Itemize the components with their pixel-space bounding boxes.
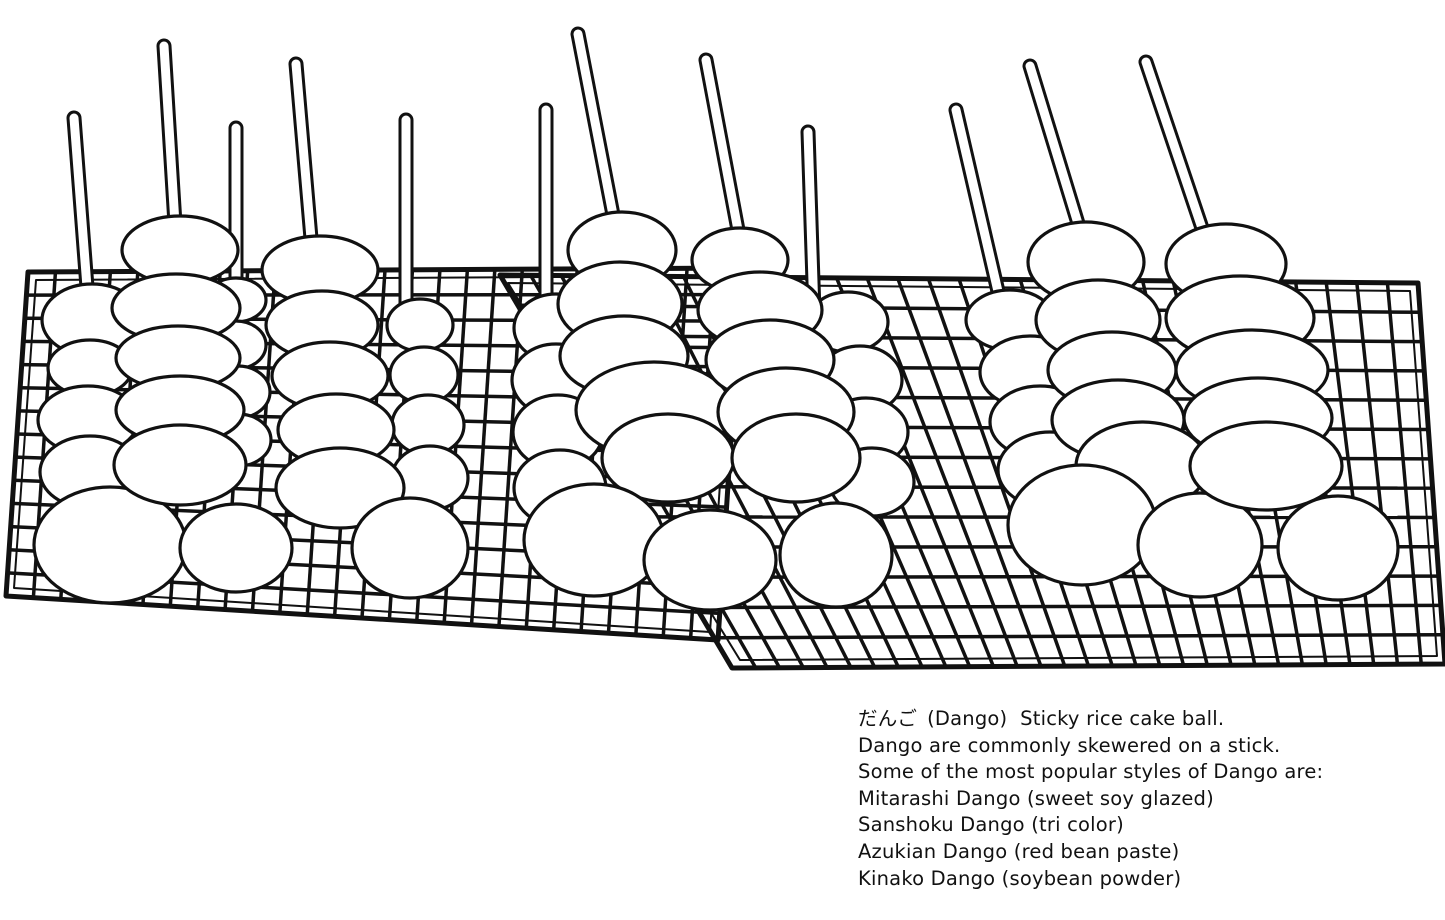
caption-title-japanese: だんご — [858, 707, 918, 730]
skewer-stick — [803, 127, 819, 317]
caption-line-sanshoku: Sanshoku Dango (tri color) — [858, 813, 1124, 837]
caption-line-mitarashi: Mitarashi Dango (sweet soy glazed) — [858, 786, 1214, 810]
dango-ball — [1188, 420, 1344, 512]
rack-wire-horizontal — [696, 603, 1441, 610]
caption-title-romaji: (Dango) — [927, 707, 1008, 730]
caption-line-kinako: Kinako Dango (soybean powder) — [858, 866, 1182, 890]
dango-ball — [642, 508, 778, 612]
dango-ball — [1006, 463, 1158, 587]
skewer-front-3 — [260, 56, 470, 600]
dango-ball — [350, 496, 470, 600]
caption-title-line: だんご (Dango) Sticky rice cake ball. — [858, 706, 1438, 733]
skewer-stick — [951, 105, 1005, 305]
rack-wire-vertical — [1324, 281, 1376, 665]
caption-title-description: Sticky rice cake ball. — [1020, 707, 1225, 730]
dango-skewers — [32, 26, 1400, 612]
rack-wire-vertical — [1355, 282, 1400, 665]
dango-ball — [522, 482, 666, 598]
skewer-stick — [701, 55, 743, 235]
dango-ball — [778, 501, 894, 609]
dango-ball — [112, 423, 248, 507]
skewer-stick — [291, 59, 317, 255]
dango-ball — [178, 502, 294, 594]
skewer-stick — [573, 29, 619, 225]
skewer-front-5 — [690, 52, 894, 609]
caption-line-azukian: Azukian Dango (red bean paste) — [858, 839, 1180, 863]
rack-wire-horizontal — [714, 632, 1443, 640]
rack-wire-vertical — [896, 277, 1043, 667]
caption-block: だんご (Dango) Sticky rice cake ball. Dango … — [858, 706, 1438, 892]
skewer-stick — [69, 113, 93, 305]
skewer-front-2 — [110, 38, 294, 594]
skewer-stick — [159, 41, 181, 245]
dango-ball — [1276, 494, 1400, 602]
dango-ball — [730, 412, 862, 504]
caption-line-popular-styles: Some of the most popular styles of Dango… — [858, 760, 1324, 784]
skewer-front-6 — [1006, 58, 1264, 599]
dango-ball — [1136, 491, 1264, 599]
skewer-stick — [1025, 61, 1085, 235]
dango-ball — [274, 446, 406, 530]
dango-ball — [385, 297, 455, 353]
rack-wire-vertical — [865, 277, 1019, 668]
skewer-front-4 — [522, 26, 778, 612]
rack-wire-vertical — [1385, 282, 1423, 665]
skewer-stick — [1141, 57, 1211, 245]
dango-illustration — [3, 26, 1445, 671]
skewer-back-5 — [948, 102, 1104, 510]
skewer-front-7 — [1138, 54, 1400, 602]
skewer-back-2 — [385, 112, 470, 512]
caption-line-skewered: Dango are commonly skewered on a stick. — [858, 733, 1281, 757]
